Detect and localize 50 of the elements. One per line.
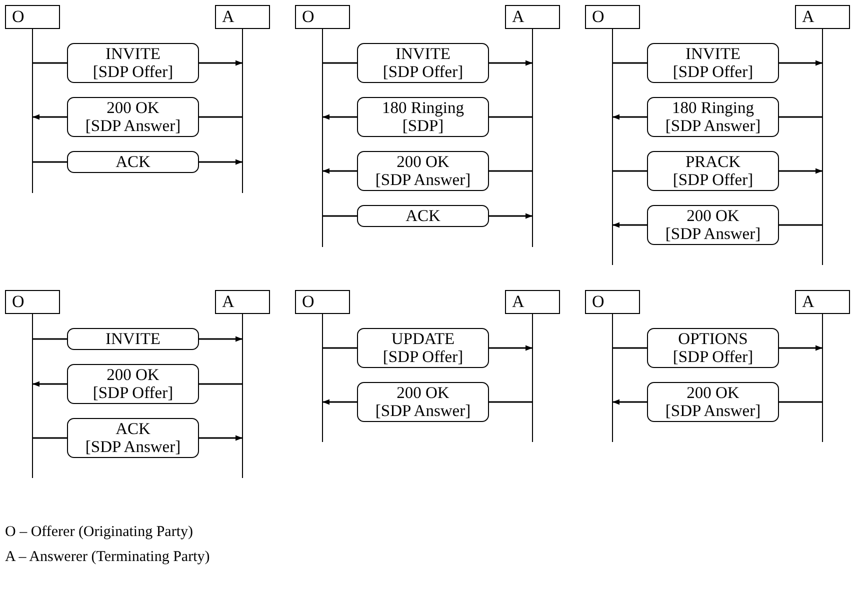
- participant-box: A: [505, 5, 560, 29]
- participant-box: A: [795, 5, 850, 29]
- arrow: [322, 114, 357, 120]
- arrow: [199, 159, 242, 165]
- message-box: ACK: [357, 205, 489, 227]
- message-box: 200 OK [SDP Answer]: [647, 205, 779, 245]
- message-box: 200 OK [SDP Answer]: [357, 382, 489, 422]
- participant-box: A: [505, 290, 560, 314]
- arrow: [489, 213, 532, 219]
- message-box: INVITE [SDP Offer]: [647, 43, 779, 83]
- arrow: [32, 114, 67, 120]
- message-box: ACK: [67, 151, 199, 173]
- message-box: 200 OK [SDP Answer]: [357, 151, 489, 191]
- arrow: [612, 399, 647, 405]
- participant-box: A: [795, 290, 850, 314]
- message-box: UPDATE [SDP Offer]: [357, 328, 489, 368]
- message-box: 200 OK [SDP Answer]: [67, 97, 199, 137]
- arrow: [612, 222, 647, 228]
- arrow: [489, 345, 532, 351]
- participant-box: O: [5, 5, 60, 29]
- message-box: PRACK [SDP Offer]: [647, 151, 779, 191]
- arrow: [199, 435, 242, 441]
- message-box: INVITE [SDP Offer]: [357, 43, 489, 83]
- message-box: 200 OK [SDP Answer]: [647, 382, 779, 422]
- arrow: [779, 60, 822, 66]
- message-box: 200 OK [SDP Offer]: [67, 364, 199, 404]
- arrow: [489, 60, 532, 66]
- message-box: OPTIONS [SDP Offer]: [647, 328, 779, 368]
- legend-note: A – Answerer (Terminating Party): [5, 549, 210, 566]
- arrow: [779, 345, 822, 351]
- participant-box: O: [585, 290, 640, 314]
- participant-box: O: [295, 5, 350, 29]
- message-box: ACK [SDP Answer]: [67, 418, 199, 458]
- arrow: [322, 399, 357, 405]
- arrow: [32, 381, 67, 387]
- message-box: INVITE [SDP Offer]: [67, 43, 199, 83]
- message-box: INVITE: [67, 328, 199, 350]
- message-box: 180 Ringing [SDP Answer]: [647, 97, 779, 137]
- arrow: [199, 60, 242, 66]
- participant-box: O: [585, 5, 640, 29]
- participant-box: A: [215, 5, 270, 29]
- participant-box: O: [295, 290, 350, 314]
- participant-box: O: [5, 290, 60, 314]
- legend-note: O – Offerer (Originating Party): [5, 524, 193, 541]
- participant-box: A: [215, 290, 270, 314]
- arrow: [779, 168, 822, 174]
- arrow: [612, 114, 647, 120]
- arrow: [199, 336, 242, 342]
- message-box: 180 Ringing [SDP]: [357, 97, 489, 137]
- arrow: [322, 168, 357, 174]
